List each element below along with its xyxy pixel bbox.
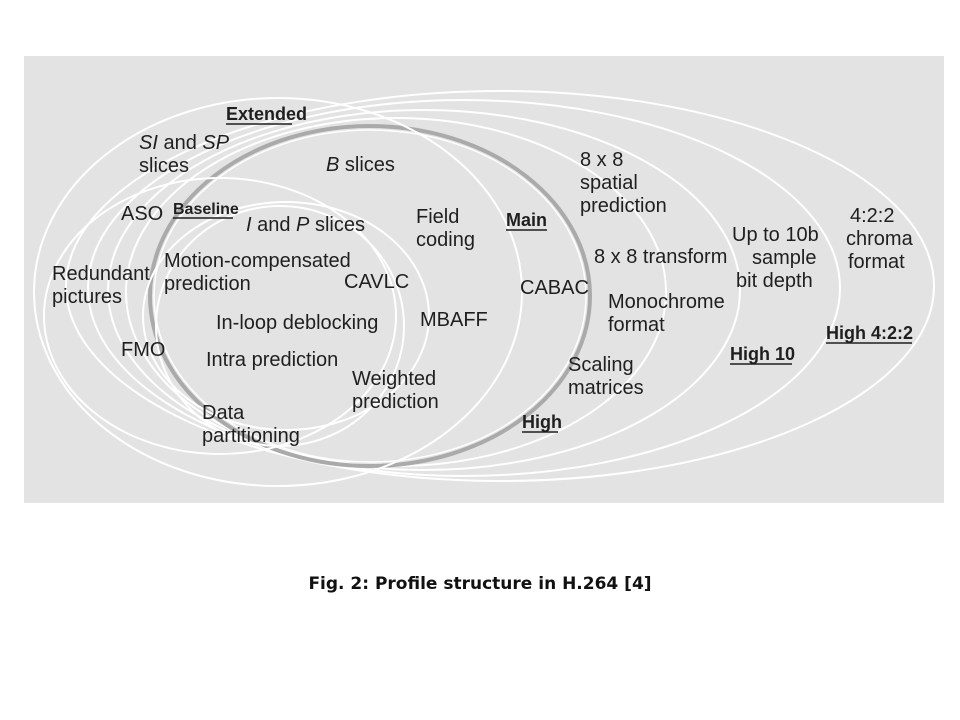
label-extended: Extended [226, 104, 307, 125]
redundant-pictures-line2: pictures [52, 286, 122, 308]
extended-profile-ellipse [33, 97, 523, 487]
cavlc-text: CAVLC [344, 271, 409, 293]
label-high: High [522, 412, 562, 433]
chroma-format-line2: chroma [846, 228, 914, 250]
figure-caption: Fig. 2: Profile structure in H.264 [4] [308, 574, 652, 594]
baseline-label-text: Baseline [173, 201, 239, 218]
monochrome-format-line2: format [608, 314, 665, 336]
motion-compensated-line2: prediction [164, 273, 251, 295]
field-coding-line1: Field [416, 206, 459, 228]
profile-diagram: Extended Baseline Main High High 10 High… [24, 56, 944, 503]
main-label-text: Main [506, 210, 547, 230]
high-label-text: High [522, 412, 562, 432]
label-baseline: Baseline [173, 201, 239, 219]
intra-prediction-text: Intra prediction [206, 349, 338, 371]
baseline-profile-ellipse [155, 205, 405, 447]
chroma-format-line3: format [848, 251, 905, 273]
label-high10: High 10 [730, 344, 795, 365]
main-profile-ellipse [148, 124, 592, 468]
motion-compensated-line1: Motion-compensated [164, 250, 351, 272]
high10-profile-ellipse [87, 99, 841, 477]
data-partitioning-line2: partitioning [202, 425, 300, 447]
b-slices-text: B slices [326, 154, 395, 176]
redundant-pictures-line1: Redundant [52, 263, 150, 285]
weighted-prediction-line2: prediction [352, 391, 439, 413]
weighted-prediction-line1: Weighted [352, 368, 436, 390]
aso-text: ASO [121, 203, 163, 225]
high10-label-text: High 10 [730, 344, 795, 364]
transform-8x8-text: 8 x 8 transform [594, 246, 727, 268]
panel-background [24, 56, 944, 503]
redundant-region-ellipse [43, 177, 397, 455]
extended-label-text: Extended [226, 104, 307, 124]
spatial-prediction-line3: prediction [580, 195, 667, 217]
high422-label-text: High 4:2:2 [826, 323, 913, 343]
bit-depth-line3: bit depth [736, 270, 813, 292]
high-profile-ellipse [107, 109, 741, 471]
si-sp-slices-line1: SI and SP [139, 132, 230, 154]
field-coding-line2: coding [416, 229, 475, 251]
bit-depth-line2: sample [752, 247, 816, 269]
label-main: Main [506, 210, 547, 231]
baseline-inner-ellipse [142, 201, 430, 431]
i-p-slices-text: I and P slices [246, 214, 365, 236]
si-sp-slices-line2: slices [139, 155, 189, 177]
in-loop-deblocking-text: In-loop deblocking [216, 312, 378, 334]
cabac-text: CABAC [520, 277, 589, 299]
main-profile-inner-ring [153, 129, 587, 463]
data-partitioning-line1: Data [202, 402, 245, 424]
mbaff-text: MBAFF [420, 309, 488, 331]
bit-depth-line1: Up to 10b [732, 224, 819, 246]
high422-profile-ellipse [65, 90, 935, 482]
spatial-prediction-line2: spatial [580, 172, 638, 194]
fmo-text: FMO [121, 339, 165, 361]
scaling-matrices-line1: Scaling [568, 354, 634, 376]
chroma-format-line1: 4:2:2 [850, 205, 894, 227]
label-high422: High 4:2:2 [826, 323, 913, 344]
spatial-prediction-line1: 8 x 8 [580, 149, 623, 171]
monochrome-format-line1: Monochrome [608, 291, 725, 313]
scaling-matrices-line2: matrices [568, 377, 644, 399]
diagram-panel: Extended Baseline Main High High 10 High… [24, 56, 944, 503]
